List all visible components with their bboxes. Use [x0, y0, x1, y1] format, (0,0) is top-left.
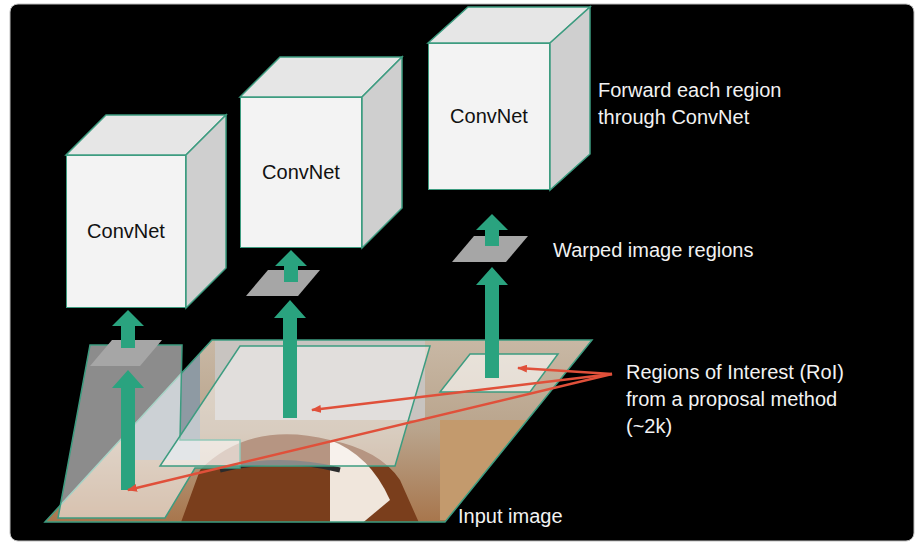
- annotation-text: Input image: [458, 503, 658, 530]
- node-label: ConvNet: [87, 220, 165, 243]
- annotation-text: Warped image regions: [553, 237, 853, 264]
- leader-lines: [128, 368, 612, 490]
- annotation-text: Forward each region through ConvNet: [598, 77, 813, 131]
- convnet-box: ConvNet: [240, 97, 362, 248]
- background-panel: [10, 4, 914, 541]
- node-label: ConvNet: [450, 105, 528, 128]
- node-label: ConvNet: [262, 161, 340, 184]
- annotation-text: Regions of Interest (RoI) from a proposa…: [626, 359, 876, 440]
- cube-faces: [66, 7, 590, 308]
- input-photo: [40, 335, 600, 525]
- convnet-box: ConvNet: [66, 155, 186, 308]
- convnet-box: ConvNet: [428, 43, 550, 190]
- warped-region: [246, 270, 320, 296]
